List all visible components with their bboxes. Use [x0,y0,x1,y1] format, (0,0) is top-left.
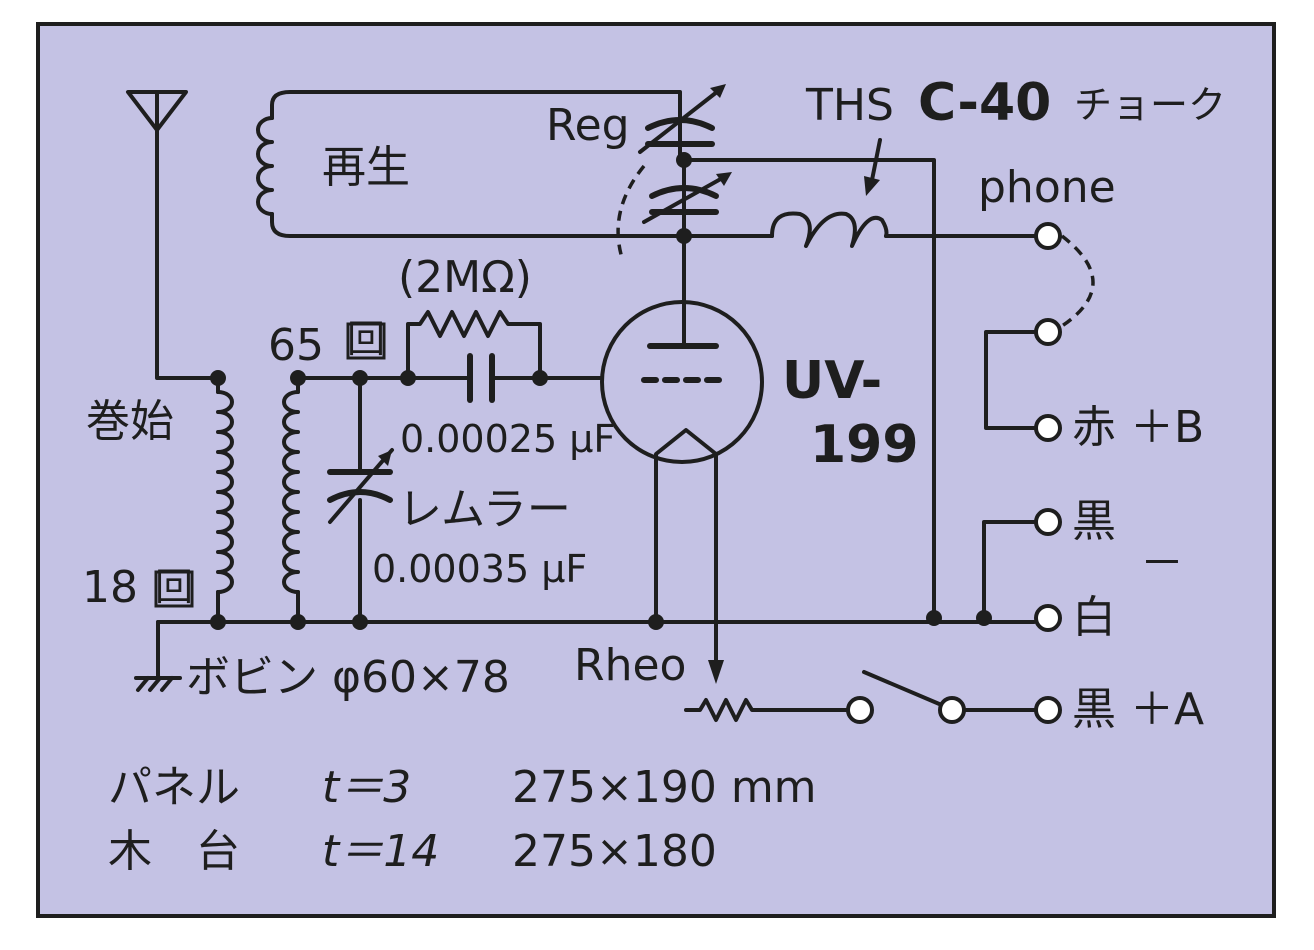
reg-capacitor [616,84,936,624]
primary-coil [216,376,234,624]
resistor-label: (2MΩ) [398,252,532,303]
regen-coil [256,90,686,238]
turns-65-label: 65 [268,320,324,371]
terminal-red-b-label: 赤 ＋B [1072,402,1204,453]
switch-terminal-1 [846,696,874,724]
spec-item: パネル [108,762,240,813]
terminal-a-plus [1034,696,1062,724]
spec-item: 木 台 [108,826,240,877]
reg-label: Reg [546,100,630,151]
secondary-coil [282,376,300,624]
regen-label: 再生 [322,142,410,193]
tuning-cap-label: 0.00035 μF [372,547,587,591]
terminal-white-label: 白 [1072,592,1116,643]
phone-terminal-1 [1034,222,1062,250]
phone-label: phone [978,162,1116,213]
spec-size: 275×190 mm [512,762,817,813]
terminal-black-minus-label: 黒 [1072,496,1116,547]
tube-label-line2: 199 [810,415,919,475]
turns-mark-65: 回 [347,317,385,361]
rheostat [684,698,848,722]
bobbin-label: ボビン φ60×78 [186,652,510,703]
spec-size: 275×180 [512,826,717,877]
grid-cap-label: 0.00025 μF [400,417,615,461]
switch-blade [862,670,946,708]
switch-terminal-2 [938,696,966,724]
winding-start-label: 巻始 [86,396,174,447]
turns-box-18 [154,570,194,608]
spec-thickness: t＝3 [322,762,411,813]
choke-coil [682,138,1036,248]
terminal-black-a-label: 黒 ＋A [1072,684,1204,735]
terminal-b-plus [1034,414,1062,442]
minus-sign: － [1140,538,1184,589]
tube-label-line1: UV- [782,351,882,411]
turns-mark-18: 回 [155,565,193,609]
c40-label: C-40 [918,73,1051,133]
tuning-capacitor [327,448,394,524]
vacuum-tube [600,234,764,684]
grid-leak [406,310,602,403]
turns-box-65 [346,322,386,360]
rheo-label: Rheo [574,640,686,691]
spec-table: パネル t＝3 275×190 mm 木 台 t＝14 275×180 [108,762,817,877]
ths-label: THS [805,80,894,131]
ground-symbol [134,676,182,692]
tuning-cap-name: レムラー [398,484,571,535]
terminal-common [1034,604,1062,632]
turns-18-label: 18 [82,562,138,613]
junction-dots [210,152,992,630]
terminal-b-minus [1034,508,1062,536]
phone-terminal-2 [1034,318,1062,346]
antenna-symbol [126,90,220,380]
choke-label: チョーク [1074,83,1226,127]
spec-thickness: t＝14 [322,826,439,877]
